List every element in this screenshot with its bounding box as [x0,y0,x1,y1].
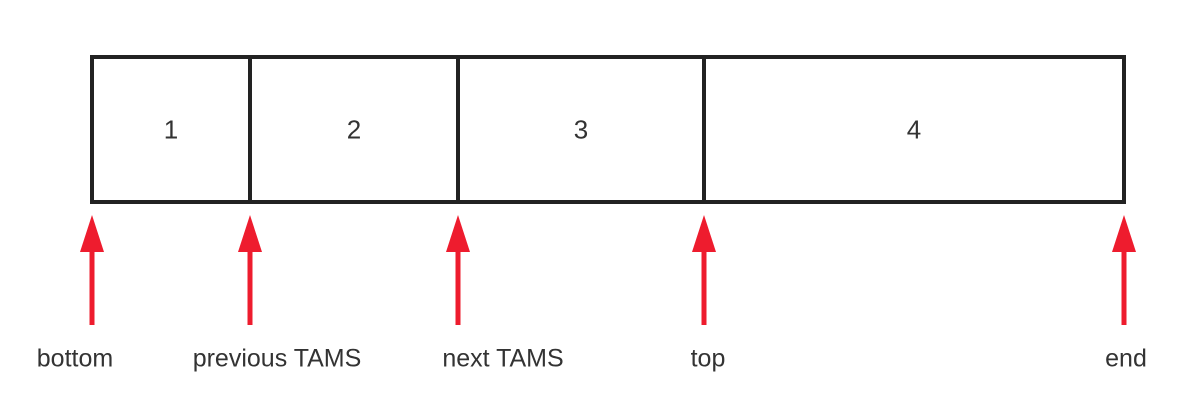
segment-label: 4 [907,114,921,144]
segment-label: 3 [574,114,588,144]
region-segment-1: 1 [90,55,252,204]
up-arrow-icon [446,215,470,325]
marker-previous-tams: previous TAMS [193,215,362,373]
marker-bottom: bottom [37,215,113,373]
arrow-head [1112,215,1136,252]
marker-label: top [691,345,726,373]
up-arrow-icon [80,215,104,325]
up-arrow-icon [692,215,716,325]
segment-box [248,55,460,204]
marker-label: next TAMS [442,345,563,373]
marker-label: bottom [37,345,113,373]
marker-next-tams: next TAMS [442,215,564,373]
marker-top: top [691,215,726,373]
marker-end: end [1105,215,1147,373]
segment-box [702,55,1126,204]
arrow-head [692,215,716,252]
region-segment-3: 3 [456,55,706,204]
segment-label: 1 [164,114,178,144]
marker-label: end [1105,345,1147,373]
segment-box [456,55,706,204]
up-arrow-icon [1112,215,1136,325]
marker-label: previous TAMS [193,345,362,373]
region-segment-2: 2 [248,55,460,204]
arrow-head [238,215,262,252]
arrow-head [80,215,104,252]
up-arrow-icon [238,215,262,325]
arrow-head [446,215,470,252]
segment-label: 2 [347,114,361,144]
region-segment-4: 4 [702,55,1126,204]
segment-box [90,55,252,204]
